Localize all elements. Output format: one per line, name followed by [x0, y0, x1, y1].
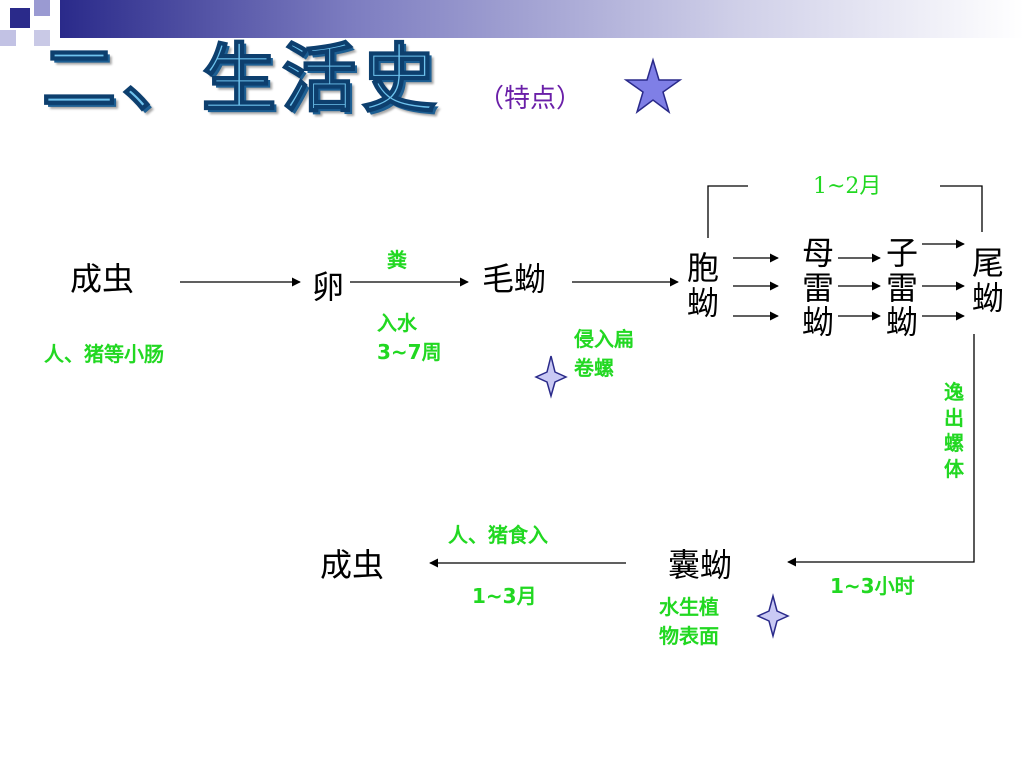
stage-sporocyst: 胞蚴 [687, 249, 720, 322]
star-icon [623, 57, 683, 114]
note-cercaria-duration: 1~3小时 [830, 574, 915, 598]
page-subtitle: （特点） [478, 84, 583, 114]
note-invade-snail-line2: 卷螺 [574, 356, 614, 380]
snail-duration-bracket-left [707, 185, 748, 238]
note-plant-surface-line1: 水生植 [659, 595, 719, 619]
sparkle-star-icon [534, 355, 568, 399]
snail-duration-bracket-right [940, 185, 983, 232]
page-title: 二、生活史 [41, 36, 442, 122]
stage-mother-redia: 母雷蚴 [802, 234, 835, 342]
corner-square-decoration [34, 30, 50, 46]
header-gradient-bar [60, 0, 1024, 38]
stage-egg: 卵 [312, 268, 345, 306]
note-human-pig-ingest: 人、猪食入 [448, 523, 548, 547]
stage-miracidium: 毛蚴 [482, 260, 547, 298]
note-snail-duration: 1~2月 [813, 174, 882, 199]
note-escape-snail: 逸出螺体 [944, 380, 964, 481]
note-egg-duration: 3~7周 [377, 340, 442, 364]
stage-adult-end: 成虫 [320, 546, 385, 584]
note-adult-duration: 1~3月 [472, 584, 537, 608]
arrow-cercaria-to-metacercaria [787, 334, 975, 567]
sparkle-star-icon [756, 593, 790, 639]
note-host-site: 人、猪等小肠 [44, 342, 164, 366]
note-invade-snail-line1: 侵入扁 [574, 327, 634, 351]
stage-cercaria: 尾蚴 [972, 244, 1005, 317]
stage-adult-start: 成虫 [70, 260, 135, 298]
note-feces: 粪 [387, 248, 407, 272]
stage-daughter-redia: 子雷蚴 [886, 234, 919, 342]
stage-metacercaria: 囊蚴 [668, 546, 733, 584]
note-plant-surface-line2: 物表面 [659, 624, 719, 648]
corner-square-decoration [10, 8, 30, 28]
corner-square-decoration [34, 0, 50, 16]
note-enter-water: 入水 [377, 311, 417, 335]
corner-square-decoration [0, 30, 16, 46]
